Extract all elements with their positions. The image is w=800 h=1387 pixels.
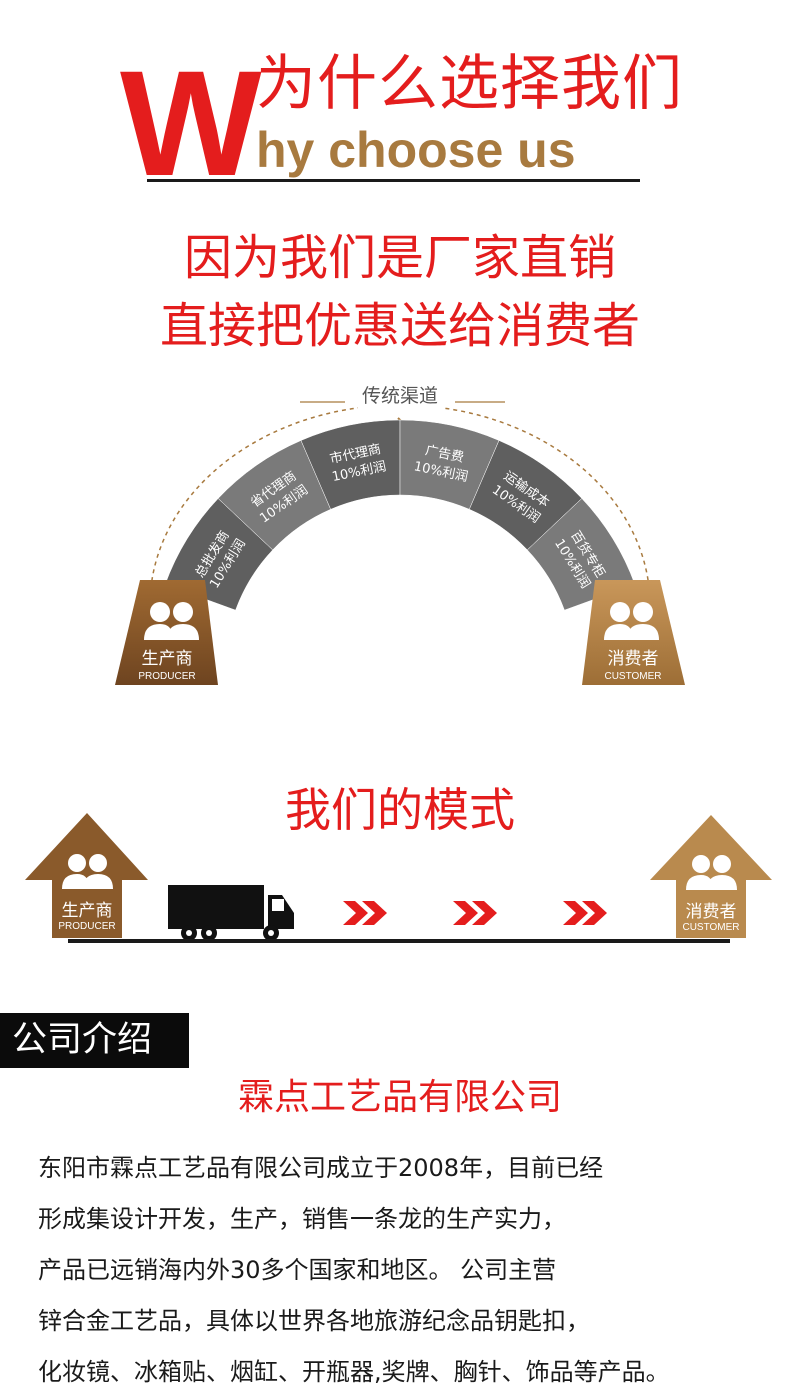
slogan-line-1: 因为我们是厂家直销 [183, 230, 616, 286]
producer-label-cn: 生产商 [142, 649, 193, 669]
people-icon [144, 602, 199, 640]
header-divider [147, 179, 640, 182]
model-customer-en: CUSTOMER [682, 922, 739, 933]
double-chevron-icon [343, 901, 387, 925]
double-chevron-icon [453, 901, 497, 925]
slogan-line-2: 直接把优惠送给消费者 [159, 298, 640, 354]
customer-label-en: CUSTOMER [604, 671, 661, 682]
our-model-title: 我们的模式 [285, 783, 515, 837]
traditional-label: 传统渠道 [362, 385, 438, 407]
traditional-channel-diagram: 传统渠道 总批发商10%利润省代理商10%利润市代理商10%利润广告费10%利润… [115, 383, 685, 685]
page-title-en: hy choose us [256, 122, 576, 178]
double-chevron-icon [563, 901, 607, 925]
model-producer-cn: 生产商 [62, 901, 113, 921]
customer-label-cn: 消费者 [608, 649, 659, 669]
our-model-diagram: 生产商 PRODUCER 消费者 CUSTOMER [25, 813, 772, 943]
producer-label-en: PRODUCER [138, 671, 195, 682]
intro-line-3: 产品已远销海内外30多个国家和地区。 公司主营 [38, 1256, 557, 1284]
ground-line [68, 939, 730, 943]
model-producer-en: PRODUCER [58, 921, 115, 932]
customer-house: 消费者 CUSTOMER [650, 815, 772, 938]
model-customer-cn: 消费者 [686, 902, 737, 922]
company-intro-tag: 公司介绍 [0, 1013, 189, 1068]
people-icon [686, 855, 737, 890]
people-icon [62, 854, 113, 889]
truck-icon [168, 885, 294, 941]
intro-line-4: 锌合金工艺品，具体以世界各地旅游纪念品钥匙扣， [38, 1307, 590, 1335]
company-name: 霖点工艺品有限公司 [237, 1077, 562, 1118]
intro-line-2: 形成集设计开发，生产，销售一条龙的生产实力， [38, 1205, 566, 1233]
people-icon [604, 602, 659, 640]
big-w-letter: W [120, 39, 262, 207]
producer-house: 生产商 PRODUCER [25, 813, 148, 938]
intro-line-5: 化妆镜、冰箱贴、烟缸、开瓶器,奖牌、胸针、饰品等产品。 [38, 1358, 670, 1386]
producer-box: 生产商 PRODUCER [115, 580, 218, 685]
customer-box: 消费者 CUSTOMER [582, 580, 685, 685]
intro-line-1: 东阳市霖点工艺品有限公司成立于2008年，目前已经 [38, 1154, 604, 1182]
page-title-cn: 为什么选择我们 [256, 49, 683, 119]
